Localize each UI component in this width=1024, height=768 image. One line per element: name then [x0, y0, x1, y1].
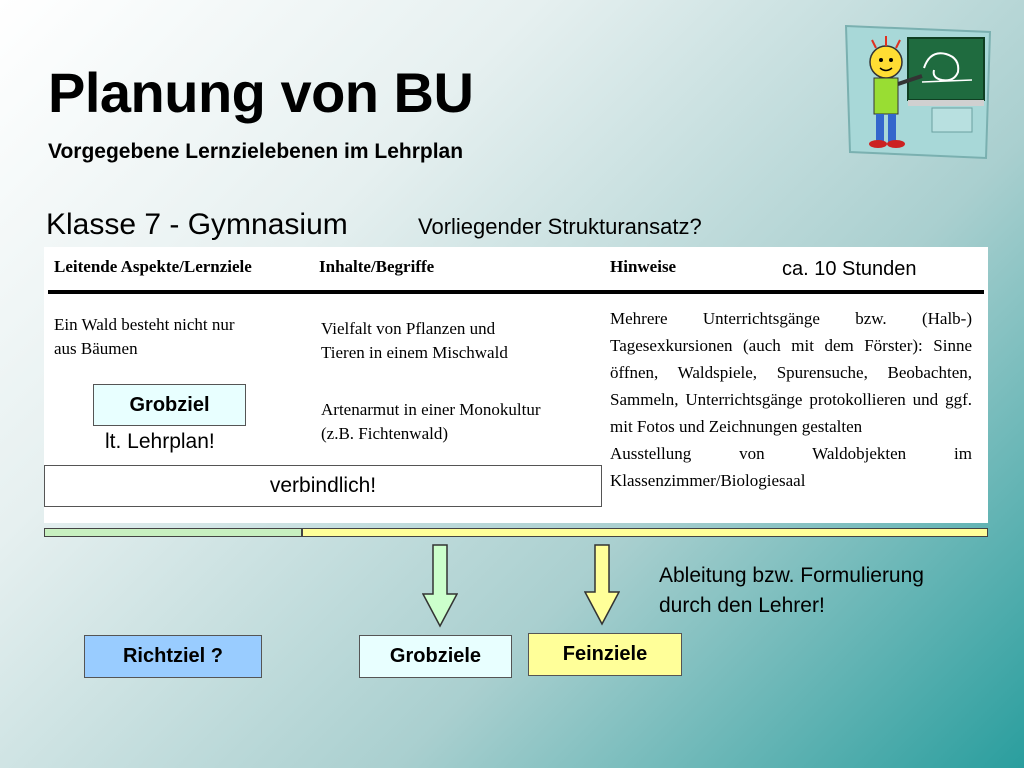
content-cell-diversity: Vielfalt von Pflanzen und Tieren in eine… — [321, 319, 508, 362]
grobziele-box: Grobziele — [359, 635, 512, 678]
notes-cell: Mehrere Unterrichtsgänge bzw. (Halb-) Ta… — [610, 305, 972, 494]
hours-label: ca. 10 Stunden — [782, 258, 917, 280]
column-header-aspects: Leitende Aspekte/Lernziele — [54, 257, 252, 276]
class-label: Klasse 7 - Gymnasium — [46, 208, 348, 241]
verbindlich-box: verbindlich! — [44, 465, 602, 507]
column-header-contents: Inhalte/Begriffe — [319, 257, 435, 276]
down-arrow-green-icon — [422, 544, 458, 628]
yellow-scope-bar — [302, 528, 988, 537]
derivation-note: Ableitung bzw. Formulierung durch den Le… — [659, 564, 924, 617]
table-header-rule — [48, 290, 984, 294]
grobziel-box: Grobziel — [93, 384, 246, 426]
green-scope-bar — [44, 528, 302, 537]
teacher-clipart-icon — [844, 24, 992, 160]
down-arrow-yellow-icon — [584, 544, 620, 626]
notes-exhibition: Ausstellung von Waldobjekten im Klassenz… — [610, 444, 972, 490]
notes-excursions: Mehrere Unterrichtsgänge bzw. (Halb-) Ta… — [610, 309, 972, 436]
column-header-notes: Hinweise — [610, 257, 677, 276]
content-cell-monoculture: Artenarmut in einer Monokultur (z.B. Fic… — [321, 400, 541, 443]
richtziel-box: Richtziel ? — [84, 635, 262, 678]
feinziele-box: Feinziele — [528, 633, 682, 676]
structure-question: Vorliegender Strukturansatz? — [418, 214, 702, 239]
slide-title: Planung von BU — [48, 61, 474, 124]
lehrplan-label: lt. Lehrplan! — [105, 430, 215, 453]
slide-subtitle: Vorgegebene Lernzielebenen im Lehrplan — [48, 140, 464, 163]
aspect-cell: Ein Wald besteht nicht nur aus Bäumen — [54, 315, 235, 358]
